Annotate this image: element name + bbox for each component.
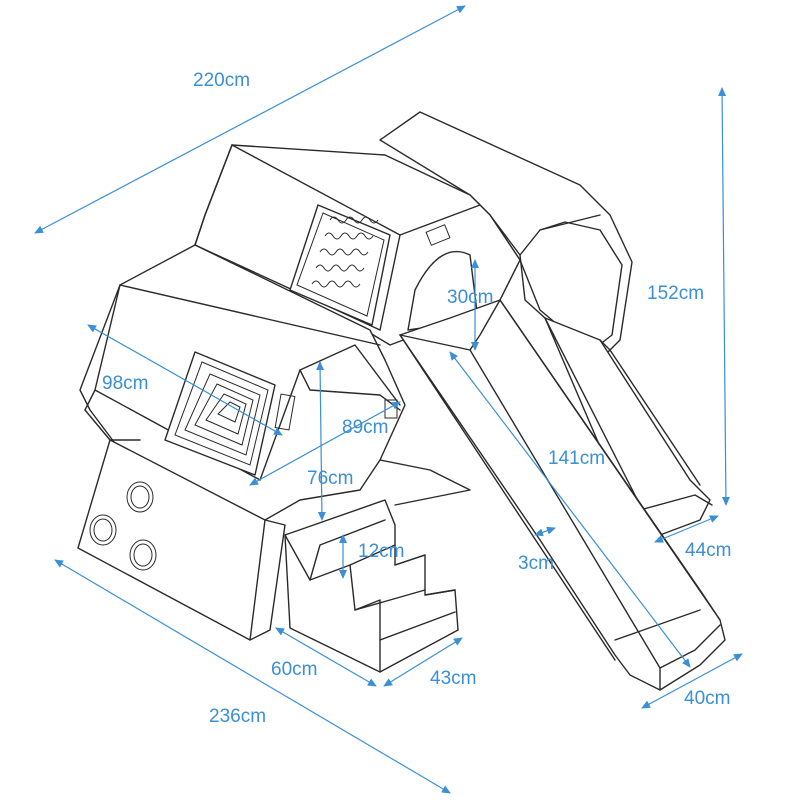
stairs: [284, 499, 459, 673]
dim-line-76: [249, 401, 401, 486]
dim-line-141: [449, 351, 691, 668]
label-window-width: 76cm: [307, 468, 353, 489]
dimension-labels: 220cm 152cm 30cm 98cm 89cm 76cm 12cm 141…: [102, 70, 731, 727]
playhouse-drawing: [77, 111, 726, 691]
label-window-height: 89cm: [342, 417, 388, 438]
dim-line-44: [654, 515, 719, 543]
label-stairs-width: 60cm: [271, 659, 317, 680]
label-step-height: 12cm: [358, 541, 404, 562]
dim-line-3: [534, 526, 556, 537]
label-left-depth: 98cm: [102, 373, 148, 394]
floor-edge: [379, 459, 471, 506]
label-overall-height: 152cm: [647, 283, 704, 304]
label-stairs-depth: 43cm: [430, 668, 476, 689]
dim-line-152: [718, 87, 730, 506]
label-overall-length: 220cm: [193, 70, 250, 91]
dim-line-236: [54, 559, 451, 794]
dim-line-40: [641, 653, 743, 709]
label-tunnel-opening: 30cm: [447, 287, 493, 308]
label-slide-length: 141cm: [548, 448, 605, 469]
label-overall-width: 236cm: [209, 706, 266, 727]
label-slide-wall: 3cm: [518, 553, 554, 574]
label-slide-width: 40cm: [684, 688, 730, 709]
dim-line-220: [34, 5, 466, 234]
label-back-slide-width: 44cm: [685, 540, 731, 561]
dimension-lines: [34, 5, 743, 794]
